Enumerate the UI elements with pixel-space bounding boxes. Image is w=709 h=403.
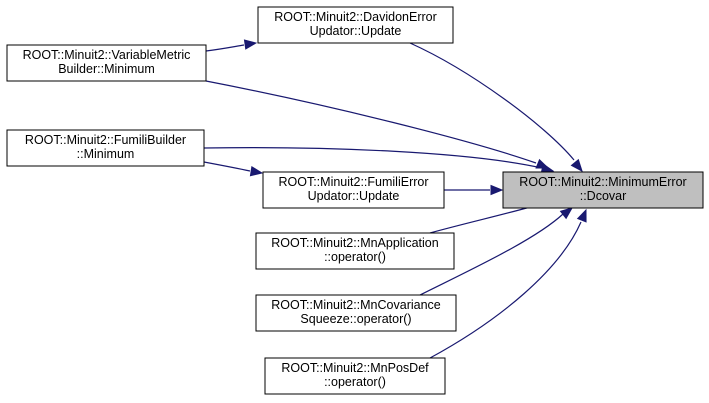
node-box-mnapplication[interactable] (255, 232, 455, 270)
node-label-fumilibuilder-line-2: ::Minimum (77, 147, 135, 161)
edge-fumilibuilder-to-dcovar (203, 147, 543, 169)
node-label-davidon-line-1: ROOT::Minuit2::DavidonError (274, 10, 437, 24)
edge-davidon-to-dcovar (409, 42, 575, 161)
arrowhead-davidon-to-dcovar (570, 158, 583, 173)
edge-mncovariance-to-dcovar (419, 213, 564, 296)
node-box-fumilibuilder[interactable] (6, 129, 205, 167)
node-label-mnapplication-line-2: ::operator() (324, 250, 386, 264)
node-label-fumilibuilder-line-1: ROOT::Minuit2::FumiliBuilder (25, 133, 186, 147)
edges-layer (203, 39, 587, 359)
node-mncovariance[interactable]: ROOT::Minuit2::MnCovarianceSqueeze::oper… (255, 294, 457, 332)
node-variablemetric[interactable]: ROOT::Minuit2::VariableMetricBuilder::Mi… (6, 44, 207, 82)
node-label-mnposdef-line-2: ::operator() (324, 375, 386, 389)
node-label-mnposdef-line-1: ROOT::Minuit2::MnPosDef (281, 361, 429, 375)
node-label-dcovar-line-1: ROOT::Minuit2::MinimumError (519, 175, 686, 189)
nodes-layer: ROOT::Minuit2::DavidonErrorUpdator::Upda… (6, 6, 704, 395)
node-label-fumilierror-line-1: ROOT::Minuit2::FumiliError (278, 175, 428, 189)
node-fumilibuilder[interactable]: ROOT::Minuit2::FumiliBuilder::Minimum (6, 129, 205, 167)
node-label-davidon-line-2: Updator::Update (310, 24, 402, 38)
node-label-dcovar-line-2: ::Dcovar (580, 189, 627, 203)
edge-mnposdef-to-dcovar (429, 221, 582, 359)
node-davidon[interactable]: ROOT::Minuit2::DavidonErrorUpdator::Upda… (257, 6, 454, 44)
node-mnapplication[interactable]: ROOT::Minuit2::MnApplication::operator() (255, 232, 455, 270)
node-box-mnposdef[interactable] (264, 357, 446, 395)
node-label-variablemetric-line-1: ROOT::Minuit2::VariableMetric (23, 48, 191, 62)
arrowhead-mncovariance-to-dcovar (559, 207, 574, 220)
node-label-variablemetric-line-2: Builder::Minimum (58, 62, 155, 76)
node-box-davidon[interactable] (257, 6, 454, 44)
node-dcovar[interactable]: ROOT::Minuit2::MinimumError::Dcovar (502, 171, 704, 209)
edge-variablemetric-to-davidon (205, 44, 245, 52)
arrowhead-fumilierror-to-dcovar (490, 184, 504, 196)
edge-fumilibuilder-to-fumilierror (203, 161, 251, 172)
node-label-mncovariance-line-1: ROOT::Minuit2::MnCovariance (271, 298, 441, 312)
node-box-fumilierror[interactable] (262, 171, 445, 209)
node-box-dcovar[interactable] (502, 171, 704, 209)
arrowhead-mnposdef-to-dcovar (576, 208, 587, 223)
node-label-fumilierror-line-2: Updator::Update (308, 189, 400, 203)
node-label-mnapplication-line-1: ROOT::Minuit2::MnApplication (271, 236, 438, 250)
edge-variablemetric-to-dcovar (205, 80, 537, 164)
arrowhead-fumilibuilder-to-fumilierror (249, 166, 264, 177)
node-box-mncovariance[interactable] (255, 294, 457, 332)
node-mnposdef[interactable]: ROOT::Minuit2::MnPosDef::operator() (264, 357, 446, 395)
node-box-variablemetric[interactable] (6, 44, 207, 82)
node-fumilierror[interactable]: ROOT::Minuit2::FumiliErrorUpdator::Updat… (262, 171, 445, 209)
arrowhead-variablemetric-to-davidon (243, 39, 258, 50)
node-label-mncovariance-line-2: Squeeze::operator() (300, 312, 411, 326)
